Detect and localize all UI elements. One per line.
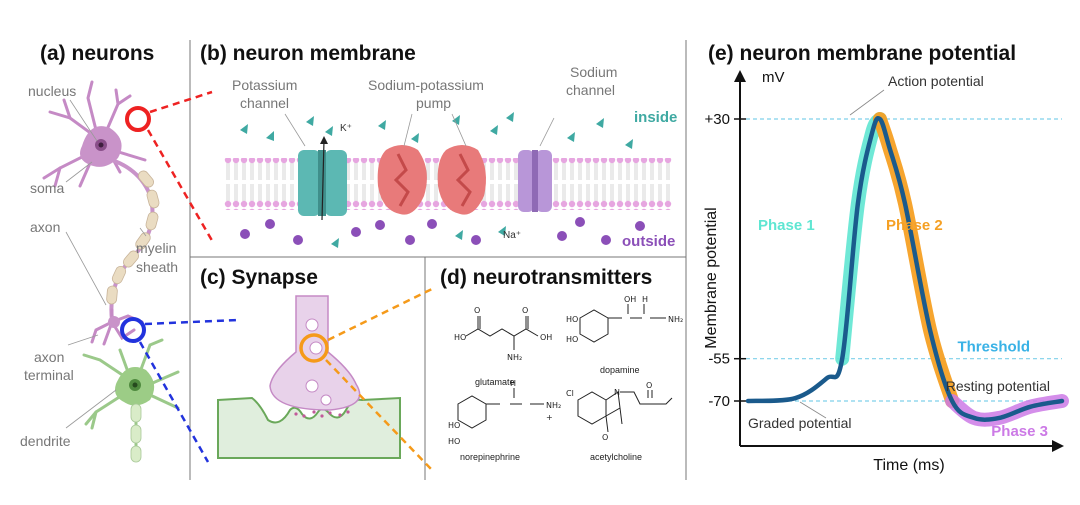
panel-e-title: (e) neuron membrane potential	[708, 42, 1016, 65]
label-terminal: terminal	[24, 367, 74, 383]
norepinephrine-structure	[457, 388, 544, 429]
y-unit-label: mV	[762, 69, 785, 86]
atom-nh2: NH₂	[546, 401, 561, 410]
atom-ho: HO	[448, 421, 460, 430]
atom-o: O	[646, 381, 652, 390]
label-soma: soma	[30, 180, 64, 196]
label-k-ion: K⁺	[340, 123, 352, 134]
atom-h: H	[510, 379, 516, 388]
sodium-ions	[240, 217, 645, 245]
y-tick-label: -70	[708, 393, 730, 410]
panel-a-title: (a) neurons	[40, 42, 154, 65]
y-tick-label: -55	[708, 351, 730, 368]
atom-h: H	[642, 295, 648, 304]
name-dopamine: dopamine	[600, 365, 640, 375]
orange-dash-bottom	[325, 359, 433, 471]
panel-c-synapse: (c) Synapse	[200, 266, 435, 471]
label-sodium-channel: channel	[566, 82, 615, 98]
annotation-threshold: Threshold	[957, 339, 1030, 356]
atom-n: N	[614, 388, 620, 397]
na-k-pump-left	[377, 145, 427, 215]
x-axis-arrow	[1052, 440, 1064, 452]
terminal-bulb	[108, 316, 120, 328]
synapse-callout-circle	[120, 317, 146, 343]
blue-dash-bottom	[138, 341, 210, 463]
atom-oh: OH	[624, 295, 636, 304]
atom-ho: HO	[448, 437, 460, 446]
acetylcholine-structure	[577, 390, 673, 433]
annotation-action-potential: Action potential	[888, 73, 984, 89]
annotation-phase1: Phase 1	[758, 217, 815, 234]
atom-cl: Cl	[566, 389, 574, 398]
atom-nh2: NH₂	[668, 315, 683, 324]
atom-ho: HO	[566, 315, 578, 324]
label-axon-2: axon	[34, 349, 64, 365]
label-sodium: Sodium	[570, 64, 617, 80]
lower-myelin	[130, 403, 142, 463]
red-dash-bottom	[146, 129, 216, 245]
label-sheath: sheath	[136, 259, 178, 275]
membrane-callout-circle	[125, 106, 151, 132]
myelin-sheath	[106, 170, 160, 305]
x-axis-label: Time (ms)	[873, 457, 944, 474]
blue-dash-top	[144, 318, 239, 326]
label-axon: axon	[30, 219, 60, 235]
panel-d-neurotransmitters: (d) neurotransmitters HO O O OH NH₂ glut…	[440, 266, 683, 462]
label-potassium-channel: channel	[240, 95, 289, 111]
label-pump-2: pump	[416, 95, 451, 111]
label-myelin: myelin	[136, 240, 176, 256]
atom-o: O	[474, 306, 480, 315]
sodium-channel	[518, 150, 552, 212]
potassium-channel	[298, 136, 347, 221]
y-axis-arrow	[734, 70, 746, 82]
glutamate-structure	[465, 316, 539, 350]
name-acetylcholine: acetylcholine	[590, 452, 642, 462]
vesicles	[305, 318, 332, 406]
panel-e-potential: (e) neuron membrane potential +30 -55 -70 m…	[703, 42, 1069, 474]
name-norepinephrine: norepinephrine	[460, 452, 520, 462]
neurotransmitter-molecules	[294, 410, 350, 418]
leader-action-potential	[849, 89, 885, 116]
dopamine-structure	[579, 304, 666, 343]
orange-dash-top	[327, 286, 435, 342]
na-k-pump-right	[437, 145, 486, 215]
panel-b-membrane: (b) neuron membrane	[200, 42, 677, 250]
atom-ho: HO	[454, 333, 466, 342]
postsynaptic-membrane	[217, 396, 401, 459]
panel-b-title: (b) neuron membrane	[200, 42, 416, 65]
annotation-phase3: Phase 3	[991, 423, 1048, 440]
annotation-phase2: Phase 2	[886, 217, 943, 234]
panel-c-title: (c) Synapse	[200, 266, 318, 289]
synapse-zoom-circle	[299, 333, 329, 363]
label-dendrite: dendrite	[20, 433, 71, 449]
potassium-ions	[240, 112, 633, 248]
label-nucleus: nucleus	[28, 83, 76, 99]
atom-o: O	[522, 306, 528, 315]
label-potassium: Potassium	[232, 77, 297, 93]
atom-nh2: NH₂	[507, 353, 522, 362]
atom-ho: HO	[566, 335, 578, 344]
red-dash-top	[149, 90, 213, 114]
panel-d-title: (d) neurotransmitters	[440, 266, 652, 289]
panel-a-neurons: (a) neurons	[20, 42, 239, 463]
annotation-graded-potential: Graded potential	[748, 415, 852, 431]
label-inside: inside	[634, 109, 677, 126]
leader-graded-potential	[799, 401, 827, 419]
membrane-potential-line	[745, 115, 1065, 422]
annotation-resting-potential: Resting potential	[946, 378, 1050, 394]
atom-o: O	[602, 433, 608, 442]
label-pump: Sodium-potassium	[368, 77, 484, 93]
y-axis-label: Membrane potential	[703, 207, 720, 348]
atom-oh: OH	[540, 333, 552, 342]
label-na-ion: Na⁺	[503, 230, 521, 241]
label-outside: outside	[622, 233, 675, 250]
atom-plus: +	[546, 413, 553, 422]
name-glutamate: glutamate	[475, 377, 515, 387]
y-tick-label: +30	[705, 111, 730, 128]
